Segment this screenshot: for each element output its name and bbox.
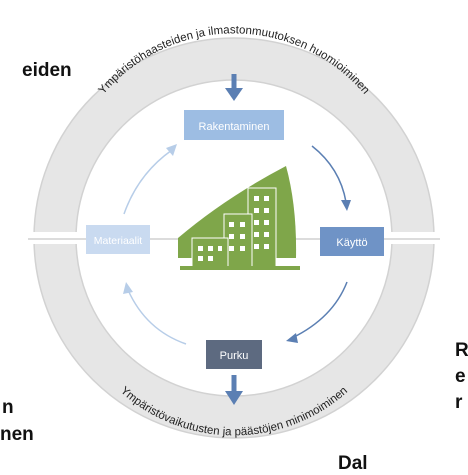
stage-rakentaminen: Rakentaminen xyxy=(184,110,284,140)
cycle-arrow-left-top xyxy=(123,144,177,215)
cycle-arrow-bottom-left xyxy=(123,282,187,345)
text-fragment-right-3: r xyxy=(455,392,463,413)
text-fragment-top-left: eiden xyxy=(22,60,72,81)
text-fragment-right-1: R xyxy=(455,340,468,361)
top-down-arrow xyxy=(225,74,243,101)
svg-text:Käyttö: Käyttö xyxy=(336,237,367,249)
stage-kaytto: Käyttö xyxy=(320,227,384,256)
text-fragment-right-2: e xyxy=(455,366,466,387)
stage-materiaalit: Materiaalit xyxy=(86,225,150,254)
text-fragment-bottom-left-2: nen xyxy=(0,424,34,445)
svg-text:Rakentaminen: Rakentaminen xyxy=(199,121,270,133)
bottom-down-arrow xyxy=(225,375,243,405)
svg-text:Materiaalit: Materiaalit xyxy=(94,235,143,247)
text-fragment-bottom-left-1: n xyxy=(2,397,14,418)
text-fragment-bottom: Dal xyxy=(338,453,368,474)
cycle-arrow-top-right xyxy=(311,145,351,211)
cycle-arrow-right-bottom xyxy=(286,281,348,343)
svg-text:Purku: Purku xyxy=(220,350,249,362)
stage-purku: Purku xyxy=(206,340,262,369)
building-icon xyxy=(178,166,300,270)
